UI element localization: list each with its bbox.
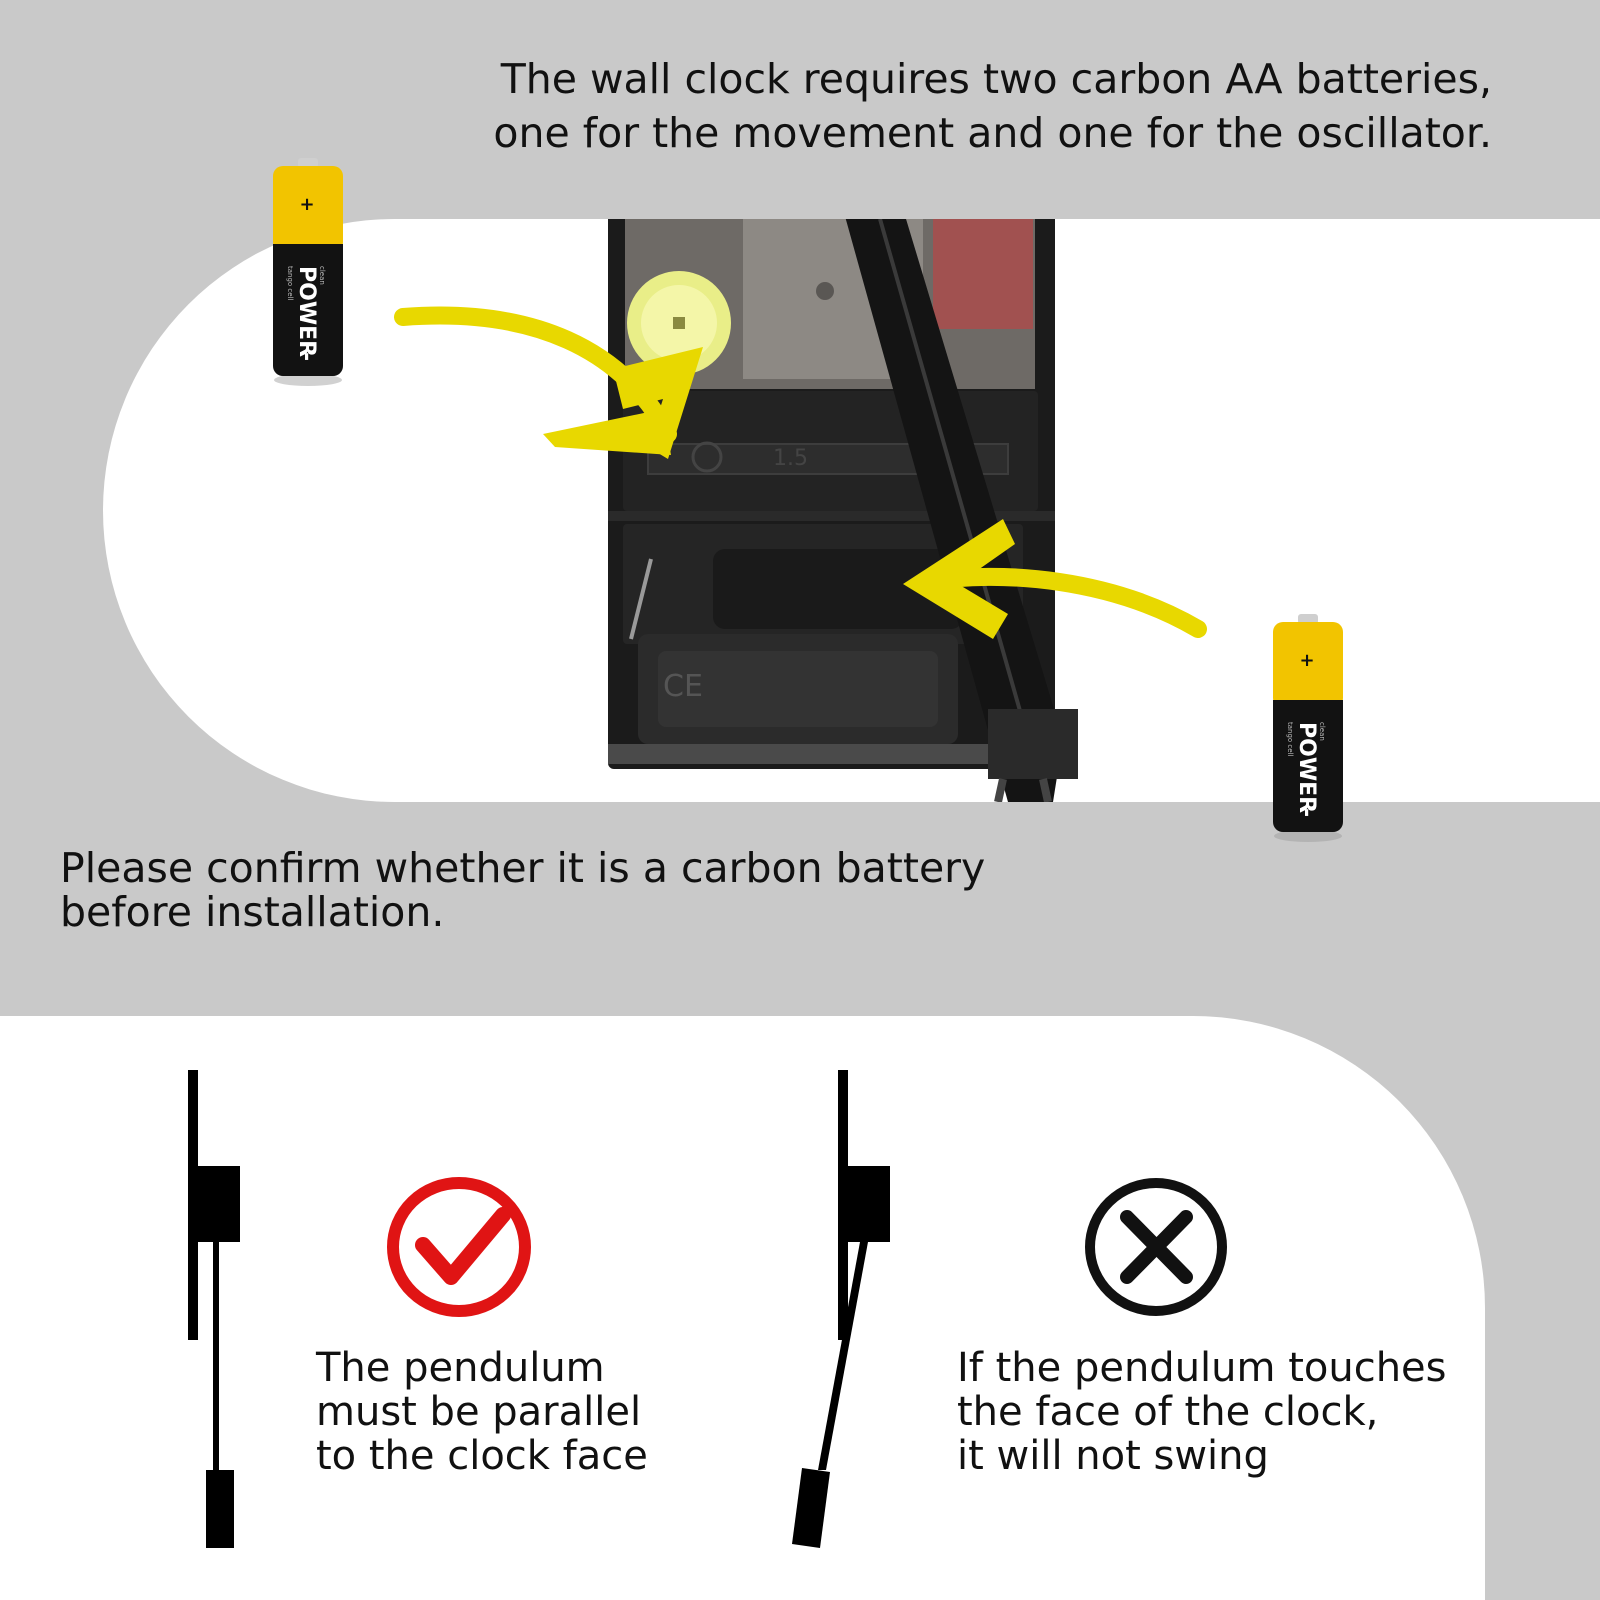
arrow-icon [903,519,1207,639]
correct-line-1: The pendulum [316,1345,605,1391]
battery-icon: + POWER clean tango cell - [273,158,343,386]
incorrect-line-2: the face of the clock, [957,1389,1379,1435]
carbon-battery-notice: Please confirm whether it is a carbon ba… [60,846,1060,934]
incorrect-line-1: If the pendulum touches [957,1345,1447,1391]
aa-battery: + POWER clean tango cell - [272,158,352,386]
aa-battery: + POWER clean tango cell - [1272,614,1352,842]
pendulum-correct-icon [188,1070,240,1548]
close-circle-icon [1082,1175,1232,1320]
battery-plus-label: + [1299,650,1314,671]
incorrect-line-3: it will not swing [957,1433,1269,1479]
correct-line-2: must be parallel [316,1389,642,1435]
movement-photo-panel: 1.5 CE [103,219,1600,802]
correct-line-3: to the clock face [316,1433,648,1479]
notice-line-1: Please confirm whether it is a carbon ba… [60,844,986,892]
incorrect-caption: If the pendulum touches the face of the … [957,1346,1477,1478]
header-line-1: The wall clock requires two carbon AA ba… [500,55,1492,103]
battery-brand: POWER [1294,722,1319,813]
battery-small-top: clean [1318,722,1326,741]
clock-movement: 1.5 CE [608,219,1078,802]
voltage-label: 1.5 [773,446,808,471]
battery-icon: + POWER clean tango cell - [1273,614,1343,842]
battery-brand: POWER [294,266,319,357]
battery-small-bottom: tango cell [286,266,294,301]
battery-small-top: clean [318,266,326,285]
clock-movement-illustration: 1.5 CE [394,219,1207,802]
correct-caption: The pendulum must be parallel to the clo… [316,1346,756,1478]
check-circle-icon [385,1175,535,1320]
battery-minus-label: - [1294,808,1319,817]
arrow-icon [394,306,703,459]
pendulum-incorrect-icon [792,1070,890,1548]
battery-plus-label: + [299,194,314,215]
ce-mark: CE [663,669,703,704]
pendulum-touching-diagram [790,1070,900,1550]
header-line-2: one for the movement and one for the osc… [493,109,1492,157]
pendulum-parallel-diagram [180,1070,250,1550]
notice-line-2: before installation. [60,888,445,936]
header-text: The wall clock requires two carbon AA ba… [492,52,1492,160]
battery-small-bottom: tango cell [1286,722,1294,757]
pendulum-guide-panel [0,1016,1485,1600]
battery-minus-label: - [294,352,319,361]
gear-icon [627,271,731,375]
